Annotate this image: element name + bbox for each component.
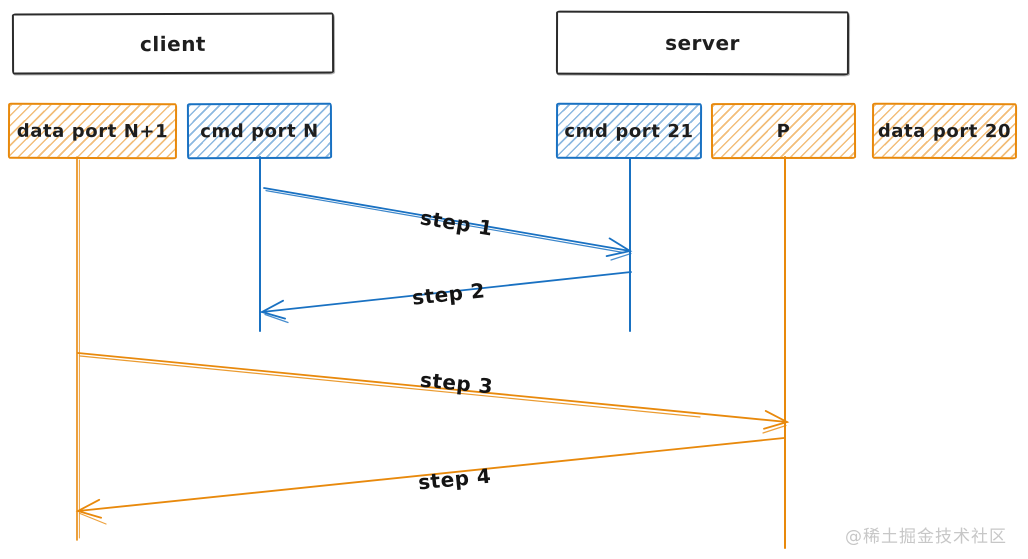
arrow-step-4	[75, 437, 785, 525]
watermark-text: @稀土掘金技术社区	[845, 527, 1007, 547]
arrow-step-3	[77, 352, 790, 434]
arrow-step-2	[259, 271, 632, 324]
arrow-step-1	[263, 187, 633, 261]
